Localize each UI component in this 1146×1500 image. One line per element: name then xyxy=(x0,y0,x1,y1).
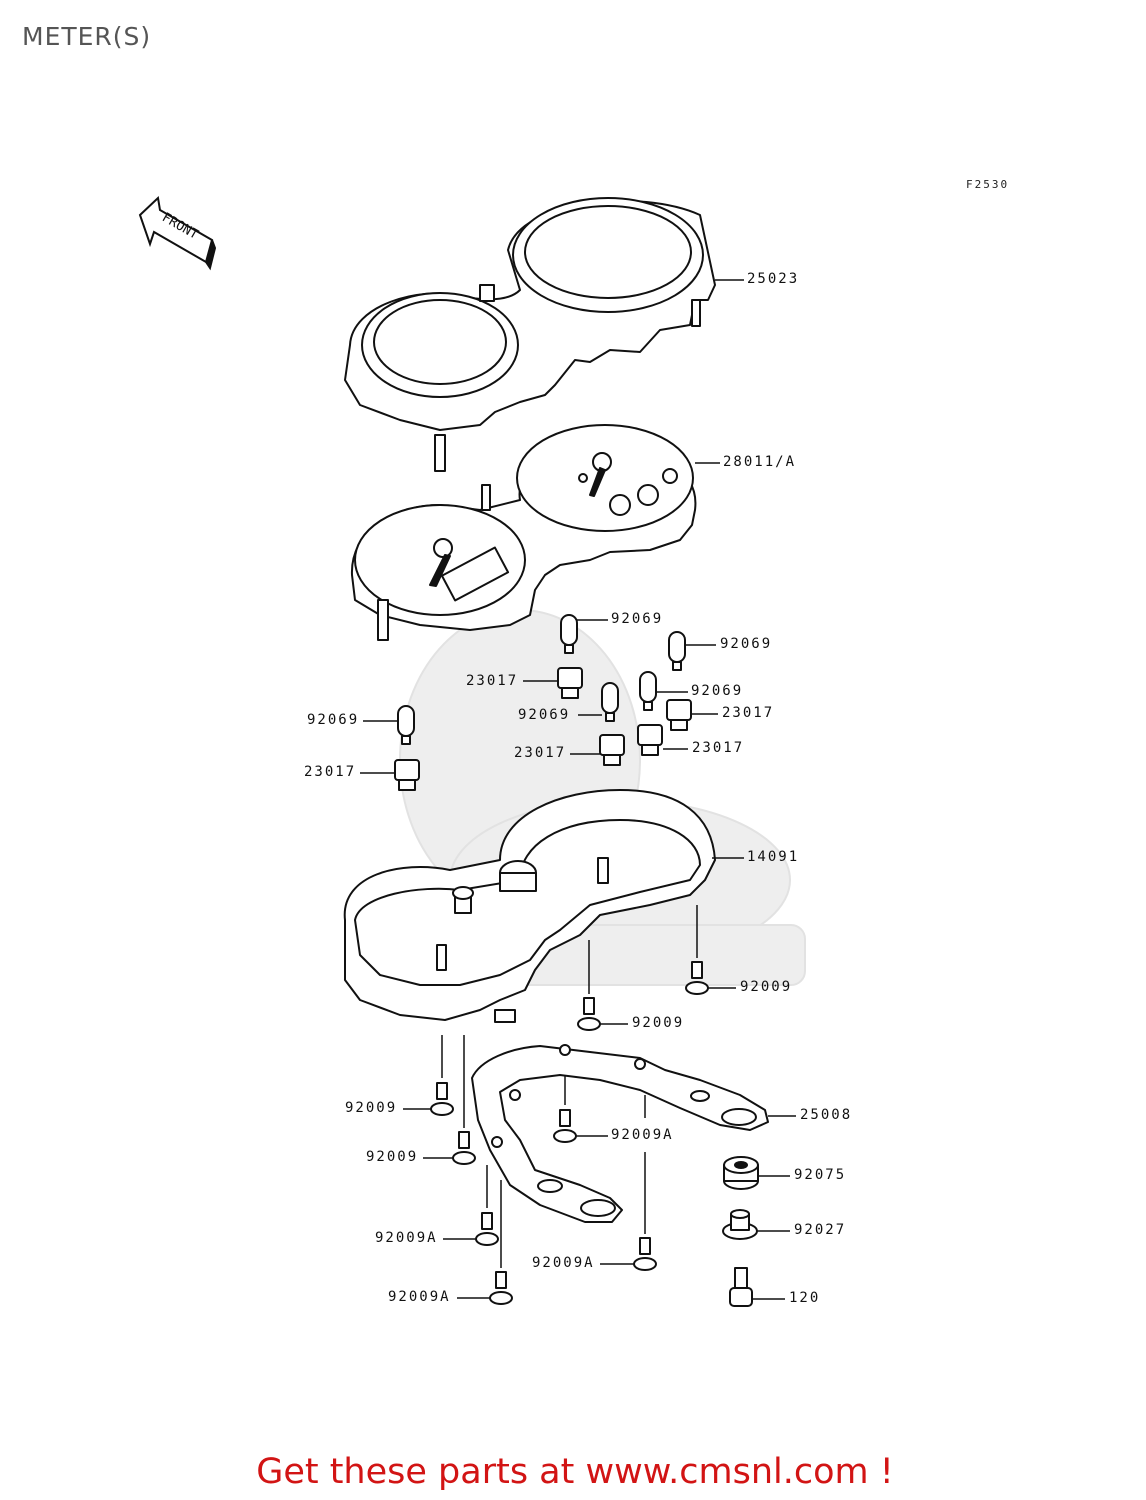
bolt-120-part xyxy=(729,1267,753,1307)
bulb-92069-c xyxy=(639,671,657,711)
part-label-92009-a: 92009 xyxy=(740,979,793,995)
part-label-14091: 14091 xyxy=(747,849,800,865)
part-label-92069-d: 92069 xyxy=(518,707,571,723)
figure-code: F2530 xyxy=(966,178,1010,191)
bulb-92069-b xyxy=(668,631,686,671)
part-label-92009A-4: 92009A xyxy=(388,1289,451,1305)
part-label-92069-a: 92069 xyxy=(611,611,664,627)
part-label-92069-b: 92069 xyxy=(720,636,773,652)
bulb-92069-d xyxy=(601,682,619,722)
part-label-25008: 25008 xyxy=(800,1107,853,1123)
part-label-23017-c: 23017 xyxy=(692,740,745,756)
bolt-92009-b xyxy=(577,997,601,1031)
socket-23017-b xyxy=(666,699,692,731)
socket-23017-e xyxy=(394,759,420,791)
bolt-92009A-2 xyxy=(475,1212,499,1246)
part-label-92069-e: 92069 xyxy=(307,712,360,728)
bolt-92009-d xyxy=(452,1131,476,1165)
bulb-92069-e xyxy=(397,705,415,745)
socket-23017-a xyxy=(557,667,583,699)
meter-cover-part xyxy=(344,197,716,472)
footer-link[interactable]: Get these parts at www.cmsnl.com ! xyxy=(0,1452,1146,1492)
part-label-120: 120 xyxy=(789,1290,821,1306)
socket-23017-c xyxy=(637,724,663,756)
meter-case-part xyxy=(343,789,716,1023)
bulb-92069-a xyxy=(560,614,578,654)
part-label-23017-a: 23017 xyxy=(466,673,519,689)
front-arrow-icon: FRONT xyxy=(138,195,217,271)
part-label-92009-b: 92009 xyxy=(632,1015,685,1031)
part-label-92009-d: 92009 xyxy=(366,1149,419,1165)
bolt-92009A-3 xyxy=(633,1237,657,1271)
part-label-92069-c: 92069 xyxy=(691,683,744,699)
part-label-25023: 25023 xyxy=(747,271,800,287)
collar-part xyxy=(722,1209,758,1240)
bolt-92009A-4 xyxy=(489,1271,513,1305)
part-label-92009A-3: 92009A xyxy=(532,1255,595,1271)
leader-lines xyxy=(360,279,796,1300)
bolt-92009-c xyxy=(430,1082,454,1116)
part-label-92075: 92075 xyxy=(794,1167,847,1183)
part-label-92009A-1: 92009A xyxy=(611,1127,674,1143)
part-label-92009-c: 92009 xyxy=(345,1100,398,1116)
part-label-23017-b: 23017 xyxy=(722,705,775,721)
part-label-92027: 92027 xyxy=(794,1222,847,1238)
bolt-92009A-1 xyxy=(553,1109,577,1143)
footer-text: Get these parts at www.cmsnl.com ! xyxy=(256,1452,894,1492)
damper-part xyxy=(723,1156,759,1190)
socket-23017-d xyxy=(599,734,625,766)
part-label-23017-e: 23017 xyxy=(304,764,357,780)
page-title: METER(S) xyxy=(22,22,152,51)
part-label-23017-d: 23017 xyxy=(514,745,567,761)
bolt-92009-a xyxy=(685,961,709,995)
bracket-part xyxy=(471,1044,769,1223)
meter-assembly-part xyxy=(350,424,697,641)
part-label-92009A-2: 92009A xyxy=(375,1230,438,1246)
part-label-28011a: 28011/A xyxy=(723,454,797,470)
